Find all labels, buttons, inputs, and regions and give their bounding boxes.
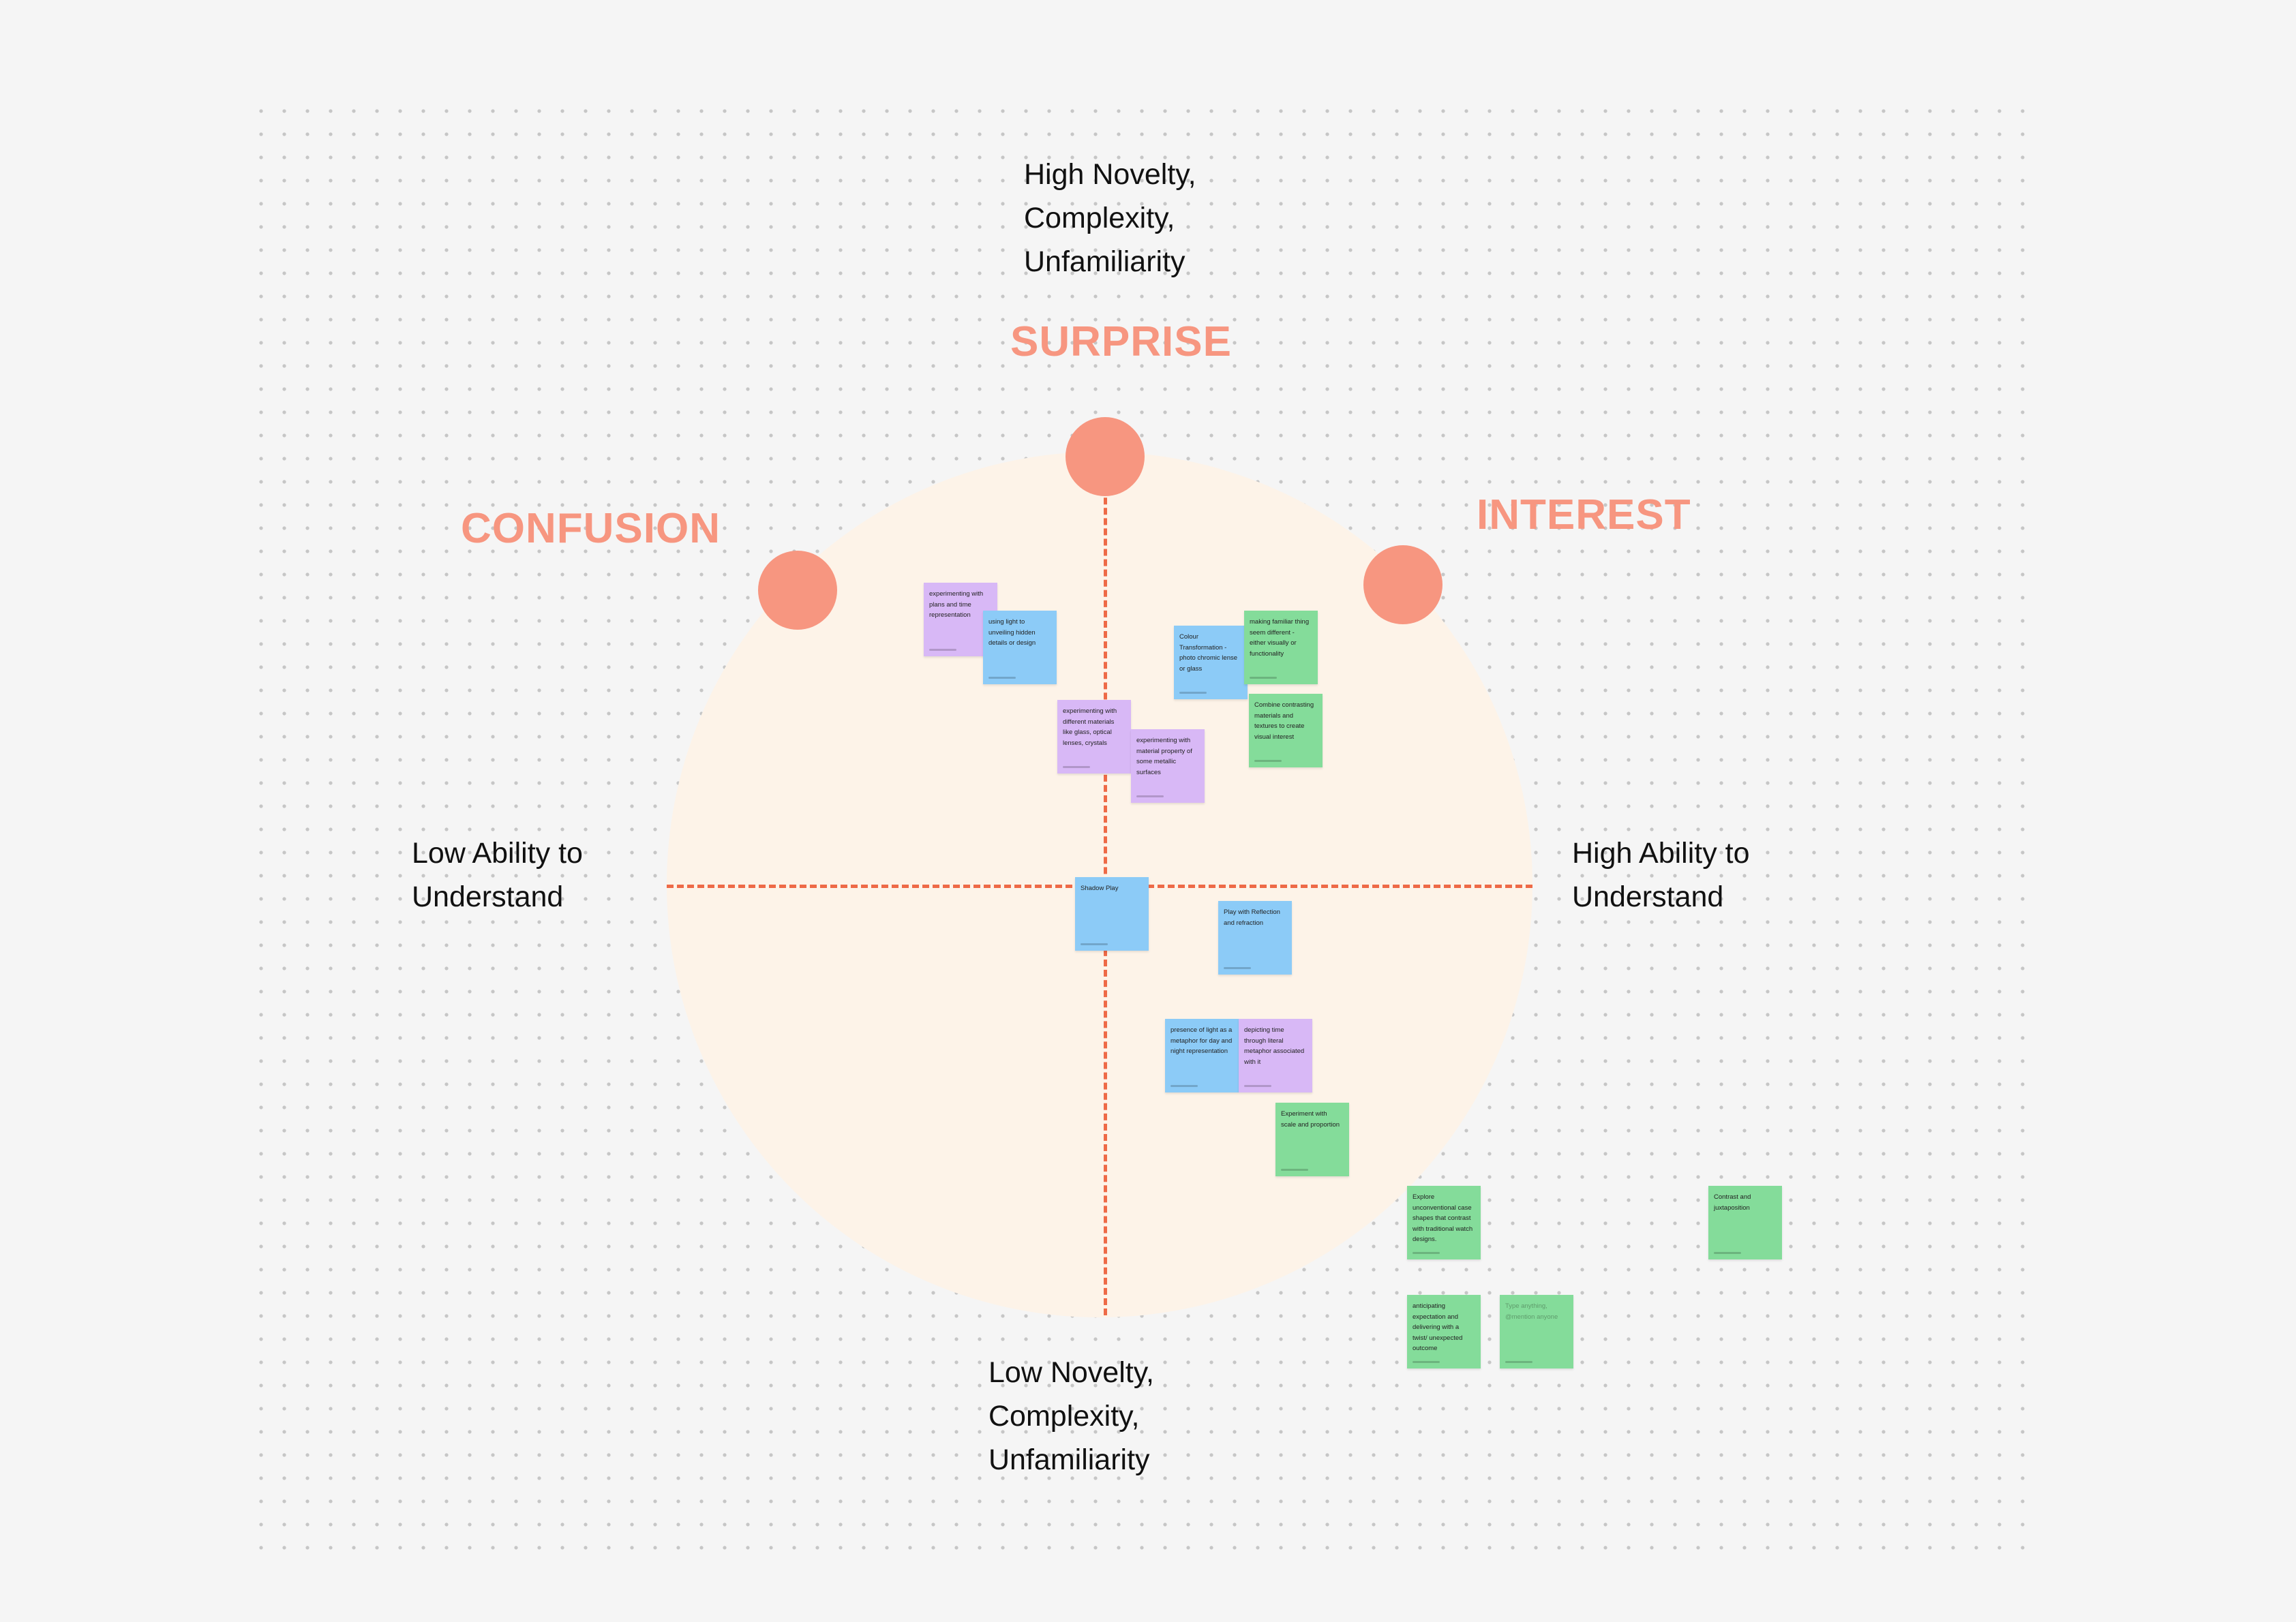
interest-label[interactable]: INTEREST <box>1477 491 1691 538</box>
bottom-axis-label[interactable]: Low Novelty, Complexity, Unfamiliarity <box>988 1356 1154 1476</box>
sticky-note-text: anticipating expectation and delivering … <box>1413 1302 1463 1352</box>
sticky-note-text: experimenting with plans and time repres… <box>929 590 984 619</box>
confusion-label[interactable]: CONFUSION <box>461 505 721 552</box>
sticky-note[interactable]: experimenting with material property of … <box>1131 729 1205 803</box>
sticky-note[interactable]: Combine contrasting materials and textur… <box>1249 694 1323 767</box>
sticky-note-text: Combine contrasting materials and textur… <box>1254 701 1314 741</box>
sticky-note-author <box>1081 943 1108 945</box>
sticky-note-text: Play with Reflection and refraction <box>1224 908 1280 927</box>
left-axis-label[interactable]: Low Ability to Understand <box>412 837 583 913</box>
sticky-note[interactable]: experimenting with different materials l… <box>1057 700 1131 774</box>
sticky-note-text: using light to unveiling hidden details … <box>988 618 1036 647</box>
sticky-note[interactable]: presence of light as a metaphor for day … <box>1165 1019 1239 1092</box>
sticky-note[interactable]: Explore unconventional case shapes that … <box>1407 1186 1481 1259</box>
sticky-note[interactable]: Colour Transformation - photo chromic le… <box>1174 626 1248 699</box>
sticky-note-text: experimenting with different materials l… <box>1063 707 1117 747</box>
sticky-note[interactable]: Play with Reflection and refraction <box>1218 901 1292 975</box>
sticky-note-author <box>1714 1252 1741 1254</box>
sticky-note[interactable]: making familiar thing seem different - e… <box>1244 611 1318 684</box>
sticky-note-author <box>1413 1361 1440 1363</box>
sticky-note-author <box>1244 1085 1271 1087</box>
sticky-note[interactable]: Experiment with scale and proportion <box>1275 1103 1349 1176</box>
surprise-label[interactable]: SURPRISE <box>1010 318 1232 365</box>
sticky-note[interactable]: using light to unveiling hidden details … <box>983 611 1057 684</box>
sticky-note-author <box>929 649 956 651</box>
surprise-marker-dot[interactable] <box>1066 417 1145 496</box>
sticky-note-author <box>1136 795 1164 797</box>
confusion-marker-dot[interactable] <box>758 551 837 630</box>
sticky-note-text: presence of light as a metaphor for day … <box>1170 1026 1233 1055</box>
sticky-note-author <box>988 677 1016 679</box>
sticky-note-text: experimenting with material property of … <box>1136 737 1192 776</box>
sticky-note-author <box>1224 967 1251 969</box>
sticky-note-text: Type anything, @mention anyone <box>1505 1302 1558 1321</box>
sticky-note-text: making familiar thing seem different - e… <box>1250 618 1310 658</box>
sticky-note-author <box>1170 1085 1198 1087</box>
sticky-note-text: Shadow Play <box>1081 885 1119 892</box>
sticky-note-text: depicting time through literal metaphor … <box>1244 1026 1305 1066</box>
right-axis-label[interactable]: High Ability to Understand <box>1572 837 1750 913</box>
sticky-note[interactable]: Shadow Play <box>1075 877 1149 951</box>
sticky-note-author <box>1250 677 1277 679</box>
top-axis-label[interactable]: High Novelty, Complexity, Unfamiliarity <box>1024 158 1196 278</box>
sticky-note-text: Contrast and juxtaposition <box>1714 1193 1751 1212</box>
sticky-note[interactable]: anticipating expectation and delivering … <box>1407 1295 1481 1368</box>
sticky-note-text: Colour Transformation - photo chromic le… <box>1179 633 1238 673</box>
interest-marker-dot[interactable] <box>1363 545 1442 624</box>
sticky-note-author <box>1413 1252 1440 1254</box>
sticky-note-author <box>1254 760 1282 762</box>
sticky-note-author <box>1505 1361 1532 1363</box>
sticky-note-text: Experiment with scale and proportion <box>1281 1110 1340 1129</box>
sticky-note[interactable]: depicting time through literal metaphor … <box>1239 1019 1312 1092</box>
sticky-note[interactable]: Contrast and juxtaposition <box>1708 1186 1782 1259</box>
sticky-note-author <box>1281 1169 1308 1171</box>
sticky-note-text: Explore unconventional case shapes that … <box>1413 1193 1473 1243</box>
sticky-note-author <box>1063 766 1090 768</box>
sticky-note-author <box>1179 692 1207 694</box>
sticky-note-placeholder[interactable]: Type anything, @mention anyone <box>1500 1295 1573 1368</box>
